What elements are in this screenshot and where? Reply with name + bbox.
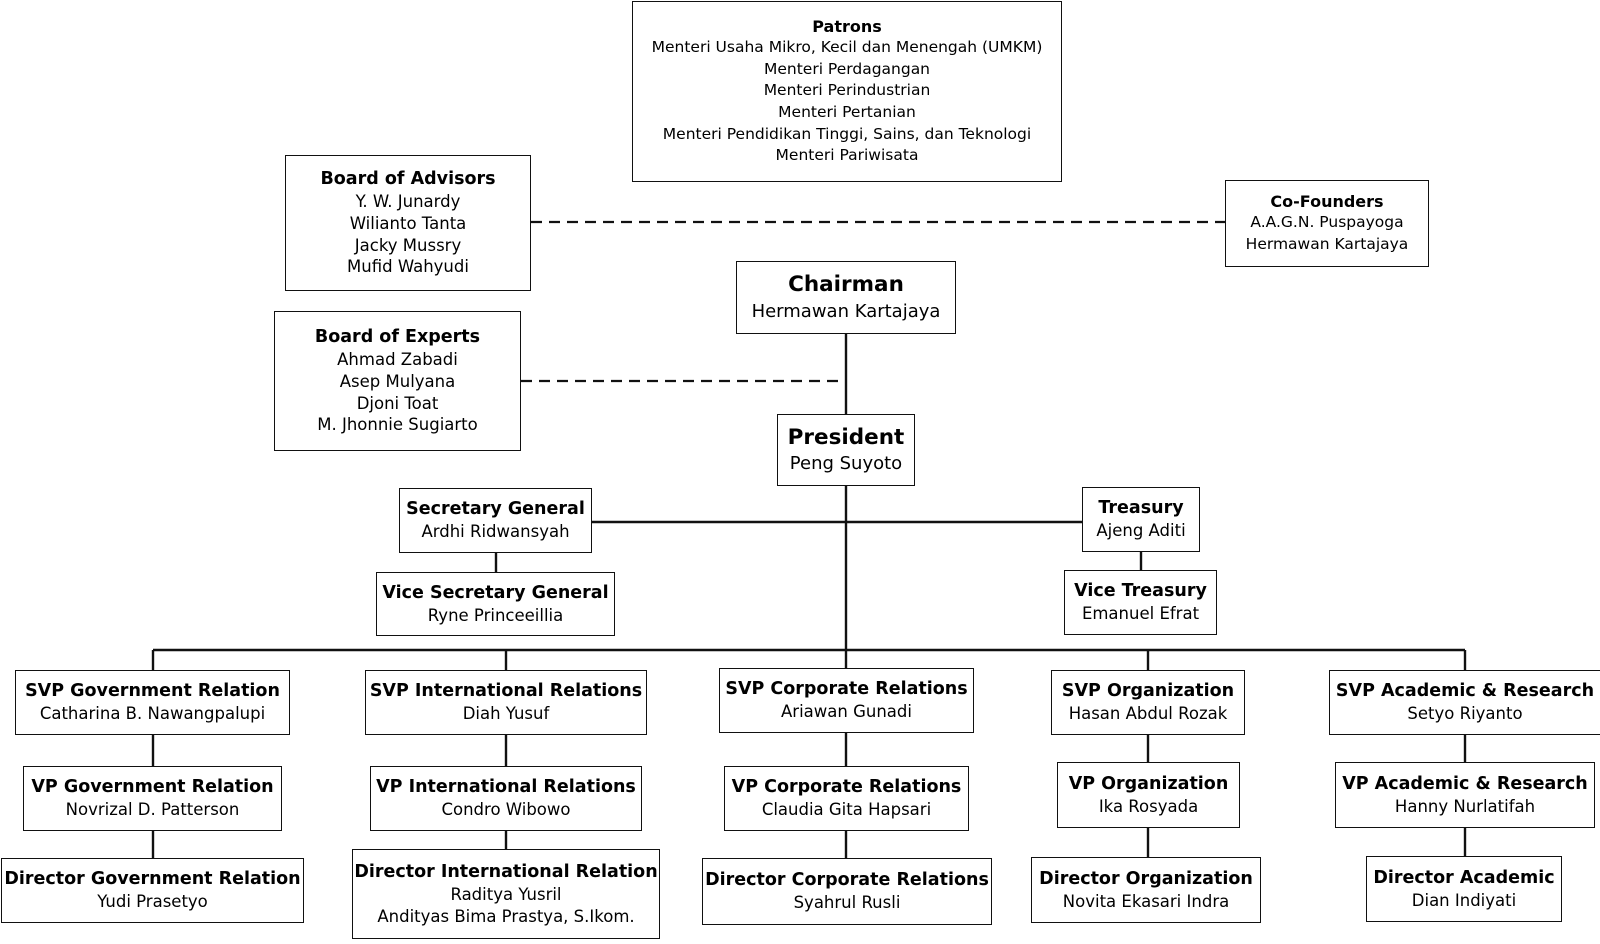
- director-government-relation-box: Director Government Relation Yudi Praset…: [1, 858, 304, 923]
- cofounders-title: Co-Founders: [1270, 192, 1384, 212]
- vp-name: Novrizal D. Patterson: [65, 800, 240, 820]
- patrons-box: Patrons Menteri Usaha Mikro, Kecil dan M…: [632, 1, 1062, 182]
- secretary-general-box: Secretary General Ardhi Ridwansyah: [399, 488, 592, 553]
- director-international-relation-box: Director International Relation Raditya …: [352, 849, 660, 939]
- patron-member: Menteri Pertanian: [778, 103, 916, 122]
- svp-name: Catharina B. Nawangpalupi: [39, 704, 266, 724]
- vp-name: Claudia Gita Hapsari: [761, 800, 932, 820]
- cofounders-box: Co-Founders A.A.G.N. Puspayoga Hermawan …: [1225, 180, 1429, 267]
- vp-government-relation-box: VP Government Relation Novrizal D. Patte…: [23, 766, 282, 831]
- svp-government-relation-box: SVP Government Relation Catharina B. Naw…: [15, 670, 290, 735]
- svp-name: Ariawan Gunadi: [781, 702, 912, 722]
- secretary-general-name: Ardhi Ridwansyah: [421, 522, 570, 542]
- svp-organization-box: SVP Organization Hasan Abdul Rozak: [1051, 670, 1245, 735]
- vp-title: VP Organization: [1068, 773, 1229, 794]
- advisor-member: Wilianto Tanta: [349, 213, 467, 233]
- director-name: Raditya Yusril: [450, 884, 562, 904]
- director-title: Director Government Relation: [4, 869, 301, 890]
- patrons-title: Patrons: [812, 16, 882, 36]
- expert-member: Asep Mulyana: [339, 371, 456, 391]
- vp-name: Hanny Nurlatifah: [1394, 796, 1536, 816]
- patron-member: Menteri Usaha Mikro, Kecil dan Menengah …: [651, 37, 1043, 56]
- svp-title: SVP Government Relation: [25, 681, 280, 702]
- vice-secretary-general-title: Vice Secretary General: [382, 582, 609, 603]
- vp-title: VP Academic & Research: [1342, 773, 1588, 794]
- president-name: Peng Suyoto: [789, 453, 903, 475]
- director-name: Yudi Prasetyo: [97, 892, 208, 912]
- vp-name: Ika Rosyada: [1098, 796, 1199, 816]
- vice-treasury-box: Vice Treasury Emanuel Efrat: [1064, 570, 1217, 635]
- patron-member: Menteri Perdagangan: [763, 59, 931, 78]
- vp-organization-box: VP Organization Ika Rosyada: [1057, 762, 1240, 828]
- vp-title: VP Corporate Relations: [731, 777, 962, 798]
- treasury-title: Treasury: [1098, 498, 1184, 519]
- vp-title: VP International Relations: [376, 777, 636, 798]
- svp-title: SVP Corporate Relations: [725, 679, 968, 700]
- vp-name: Condro Wibowo: [441, 800, 571, 820]
- vice-secretary-general-box: Vice Secretary General Ryne Princeeillia: [376, 572, 615, 636]
- chairman-name: Hermawan Kartajaya: [751, 300, 941, 322]
- svp-name: Hasan Abdul Rozak: [1068, 704, 1228, 724]
- expert-member: Ahmad Zabadi: [337, 350, 458, 370]
- patron-member: Menteri Pendidikan Tinggi, Sains, dan Te…: [662, 124, 1032, 143]
- vice-treasury-title: Vice Treasury: [1074, 581, 1207, 602]
- director-name: Novita Ekasari Indra: [1062, 891, 1230, 911]
- patron-member: Menteri Perindustrian: [763, 81, 931, 100]
- patron-member: Menteri Pariwisata: [775, 146, 919, 165]
- expert-member: M. Jhonnie Sugiarto: [317, 415, 478, 435]
- chairman-box: Chairman Hermawan Kartajaya: [736, 261, 956, 334]
- vp-title: VP Government Relation: [31, 777, 274, 798]
- svp-name: Setyo Riyanto: [1407, 704, 1523, 724]
- treasury-name: Ajeng Aditi: [1096, 521, 1186, 541]
- director-name: Andityas Bima Prastya, S.Ikom.: [377, 906, 635, 926]
- director-title: Director Academic: [1373, 867, 1555, 888]
- svp-name: Diah Yusuf: [462, 704, 550, 724]
- svp-corporate-relations-box: SVP Corporate Relations Ariawan Gunadi: [719, 668, 974, 733]
- treasury-box: Treasury Ajeng Aditi: [1082, 487, 1200, 552]
- advisor-member: Jacky Mussry: [354, 235, 462, 255]
- director-corporate-relations-box: Director Corporate Relations Syahrul Rus…: [702, 858, 992, 925]
- svp-title: SVP Academic & Research: [1335, 681, 1595, 702]
- experts-box: Board of Experts Ahmad Zabadi Asep Mulya…: [274, 311, 521, 451]
- director-academic-box: Director Academic Dian Indiyati: [1366, 856, 1562, 922]
- vp-international-relations-box: VP International Relations Condro Wibowo: [370, 766, 642, 831]
- secretary-general-title: Secretary General: [406, 499, 585, 520]
- vice-secretary-general-name: Ryne Princeeillia: [427, 605, 564, 625]
- director-title: Director International Relation: [354, 861, 658, 882]
- vp-corporate-relations-box: VP Corporate Relations Claudia Gita Haps…: [724, 766, 969, 831]
- director-organization-box: Director Organization Novita Ekasari Ind…: [1031, 857, 1261, 923]
- svp-title: SVP International Relations: [369, 681, 643, 702]
- svp-international-relations-box: SVP International Relations Diah Yusuf: [365, 670, 647, 735]
- experts-title: Board of Experts: [314, 326, 481, 347]
- advisors-box: Board of Advisors Y. W. Junardy Wilianto…: [285, 155, 531, 291]
- cofounder-member: Hermawan Kartajaya: [1245, 235, 1409, 254]
- expert-member: Djoni Toat: [356, 393, 439, 413]
- advisor-member: Y. W. Junardy: [355, 192, 461, 212]
- director-name: Syahrul Rusli: [793, 893, 901, 913]
- chairman-title: Chairman: [788, 272, 904, 298]
- svp-academic-research-box: SVP Academic & Research Setyo Riyanto: [1329, 670, 1600, 735]
- vice-treasury-name: Emanuel Efrat: [1081, 604, 1200, 624]
- president-box: President Peng Suyoto: [777, 414, 915, 486]
- director-title: Director Corporate Relations: [705, 870, 989, 891]
- president-title: President: [787, 424, 905, 450]
- cofounder-member: A.A.G.N. Puspayoga: [1250, 213, 1404, 232]
- advisor-member: Mufid Wahyudi: [347, 257, 469, 277]
- director-title: Director Organization: [1039, 868, 1253, 889]
- vp-academic-research-box: VP Academic & Research Hanny Nurlatifah: [1335, 762, 1595, 828]
- svp-title: SVP Organization: [1061, 681, 1235, 702]
- advisors-title: Board of Advisors: [320, 168, 496, 189]
- director-name: Dian Indiyati: [1411, 890, 1517, 910]
